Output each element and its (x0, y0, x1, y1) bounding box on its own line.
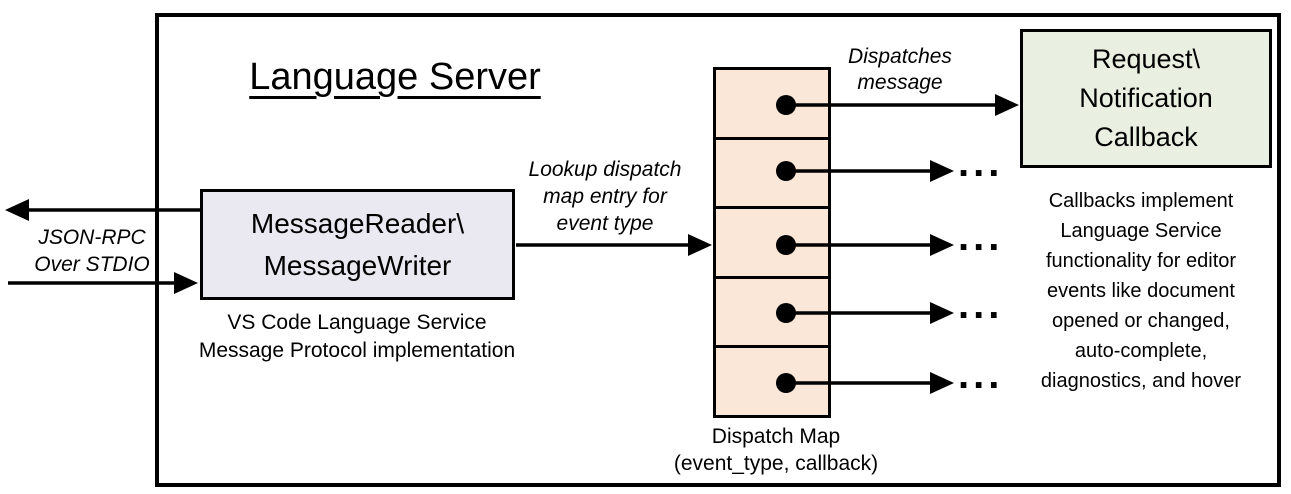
dispatch-map-cell-3 (716, 206, 828, 276)
message-reader-writer-label: MessageReader\ MessageWriter (250, 207, 465, 281)
dispatch-map-cell-1 (716, 70, 828, 137)
reader-box-caption: VS Code Language Service Message Protoco… (198, 311, 516, 362)
ellipsis-row-5: ... (958, 353, 1004, 397)
callbacks-note: Callbacks implement Language Service fun… (1040, 190, 1242, 392)
ellipsis-row-2: ... (958, 141, 1004, 185)
page-title: Language Server (249, 56, 541, 98)
dispatch-map-caption: Dispatch Map (event_type, callback) (673, 425, 879, 475)
dispatches-message-label: Dispatches message (848, 45, 952, 94)
dispatch-map-cell-5 (716, 345, 828, 415)
request-notification-callback-box: Request\ Notification Callback (1020, 29, 1272, 168)
request-notification-callback-label: Request\ Notification Callback (1079, 44, 1213, 152)
message-reader-writer-box: MessageReader\ MessageWriter (200, 189, 515, 300)
ellipsis-row-4: ... (958, 283, 1004, 327)
lookup-dispatch-label: Lookup dispatch map entry for event type (528, 158, 682, 235)
json-rpc-stdio-label: JSON-RPC Over STDIO (34, 226, 150, 276)
dispatch-map-cell-2 (716, 136, 828, 207)
dispatch-map-cell-4 (716, 275, 828, 346)
dispatch-map (713, 67, 831, 418)
ellipsis-row-3: ... (958, 215, 1004, 259)
